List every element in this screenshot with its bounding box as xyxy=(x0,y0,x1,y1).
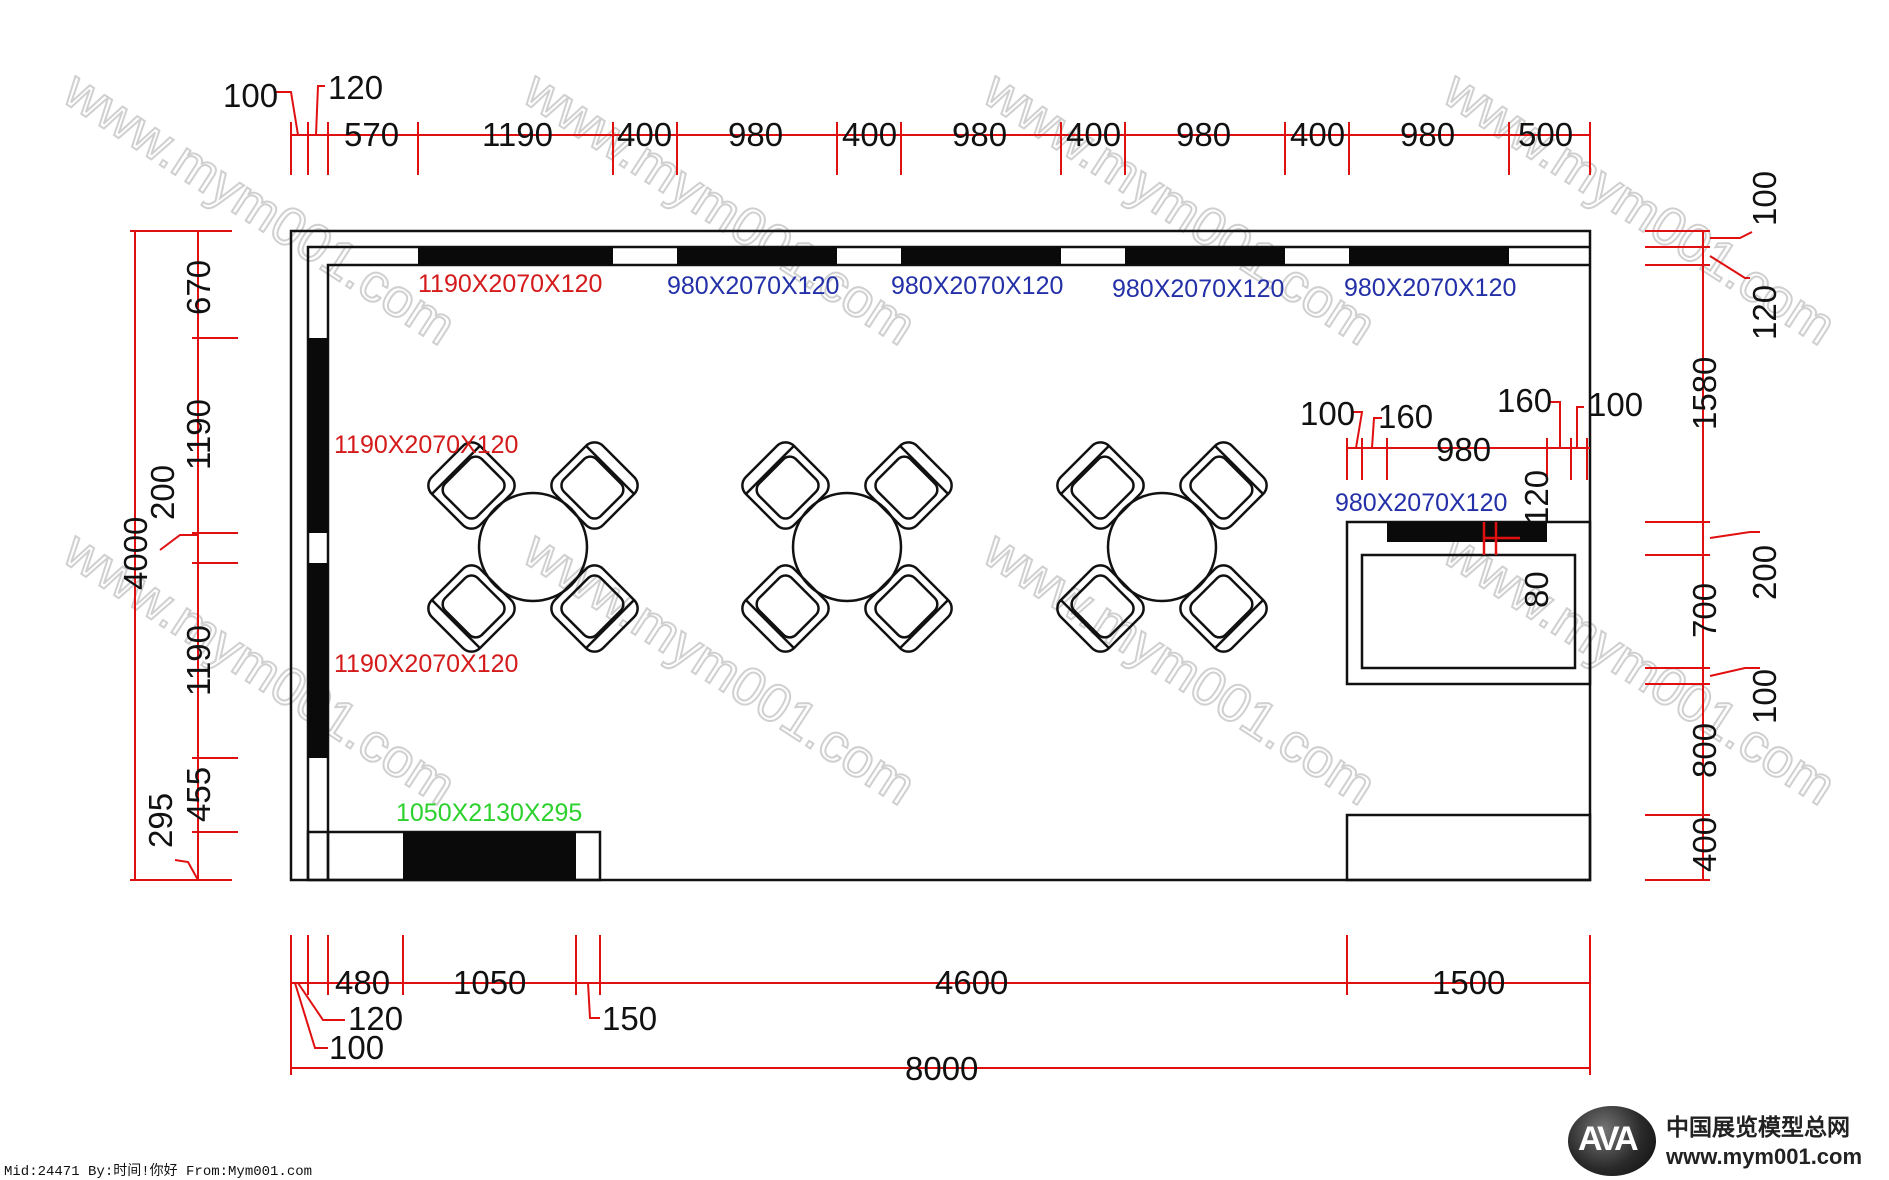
wall-panel-top-4 xyxy=(1125,247,1285,265)
dim-top-400: 400 xyxy=(1066,116,1121,153)
dim-top-980: 980 xyxy=(1176,116,1231,153)
wall-panel-bottom xyxy=(403,832,576,880)
wall-panel-top-3 xyxy=(901,247,1061,265)
armchair xyxy=(427,441,516,530)
booth-walls xyxy=(289,229,1592,882)
dim-top-400: 400 xyxy=(1290,116,1345,153)
armchair xyxy=(1179,441,1268,530)
graphic-panels xyxy=(308,247,1547,880)
wall-panel-top-2 xyxy=(677,247,837,265)
armchair xyxy=(864,441,953,530)
meeting-room-table xyxy=(1360,553,1577,670)
dim-top-570: 570 xyxy=(344,116,399,153)
dim-top-400: 400 xyxy=(842,116,897,153)
dim-right-400: 400 xyxy=(1686,817,1723,872)
dim-top-400: 400 xyxy=(617,116,672,153)
dim-top-500: 500 xyxy=(1518,116,1573,153)
panel-label-left-red-2: 1190X2070X120 xyxy=(334,650,518,678)
dim-left-295: 295 xyxy=(142,793,179,848)
round-table xyxy=(791,491,903,603)
dim-right-120: 120 xyxy=(1746,285,1783,340)
armchair xyxy=(550,564,639,653)
armchair xyxy=(1179,564,1268,653)
panel-label-bottom-green: 1050X2130X295 xyxy=(396,799,582,827)
armchair xyxy=(741,441,830,530)
armchair xyxy=(741,564,830,653)
dim-left-1190: 1190 xyxy=(180,399,217,470)
panel-label-top-blue-3: 980X2070X120 xyxy=(1112,275,1284,303)
dim-left-455: 455 xyxy=(180,767,217,822)
round-table xyxy=(477,491,589,603)
armchair xyxy=(427,564,516,653)
dim-room-120: 120 xyxy=(1518,470,1555,525)
watermark: www.mym001.com xyxy=(513,59,927,357)
watermark: www.mym001.com xyxy=(1433,59,1847,357)
dim-bottom-480: 480 xyxy=(335,964,390,1001)
brand-block: AVA 中国展览模型总网 www.mym001.com xyxy=(1568,1106,1888,1176)
dim-bottom-100: 100 xyxy=(329,1029,384,1066)
furniture-group xyxy=(427,441,1268,653)
watermark: www.mym001.com xyxy=(513,519,927,817)
footer-source-text: Mid:24471 By:时间!你好 From:Mym001.com xyxy=(4,1164,313,1180)
dim-right-200: 200 xyxy=(1746,545,1783,600)
round-table xyxy=(1106,491,1218,603)
dim-bottom-1050: 1050 xyxy=(453,964,526,1001)
dim-top-980: 980 xyxy=(952,116,1007,153)
armchair xyxy=(1056,564,1145,653)
dim-right-700: 700 xyxy=(1686,583,1723,638)
armchair xyxy=(550,441,639,530)
watermark: www.mym001.com xyxy=(973,59,1387,357)
brand-logo-text: AVA xyxy=(1578,1120,1639,1158)
dimension-labels: 100 120 570 1190 400 980 400 980 400 980… xyxy=(117,69,1783,1087)
dim-room-80: 80 xyxy=(1518,571,1555,608)
dim-top-120: 120 xyxy=(328,69,383,106)
panel-label-top-red: 1190X2070X120 xyxy=(418,270,602,298)
dim-left-200: 200 xyxy=(144,465,181,520)
dim-bottom-120: 120 xyxy=(348,1000,403,1037)
panel-label-room: 980X2070X120 xyxy=(1335,489,1507,517)
dim-room-980: 980 xyxy=(1436,431,1491,468)
panel-labels: 1190X2070X120 980X2070X120 980X2070X120 … xyxy=(334,270,1516,827)
wall-panel-left-1 xyxy=(308,338,328,533)
dim-left-670: 670 xyxy=(180,260,217,315)
dim-right-800: 800 xyxy=(1686,723,1723,778)
panel-label-top-blue-2: 980X2070X120 xyxy=(891,272,1063,300)
dim-right-100: 100 xyxy=(1746,669,1783,724)
panel-label-left-red-1: 1190X2070X120 xyxy=(334,431,518,459)
armchair xyxy=(1056,441,1145,530)
panel-label-top-blue-4: 980X2070X120 xyxy=(1344,274,1516,302)
dim-bottom-8000: 8000 xyxy=(905,1050,978,1087)
brand-url: www.mym001.com xyxy=(1666,1144,1863,1169)
dim-top-980: 980 xyxy=(1400,116,1455,153)
reception-area xyxy=(1345,813,1592,882)
wall-panel-left-2 xyxy=(308,563,328,758)
room-panel-markers xyxy=(1482,522,1520,555)
dim-left-1190: 1190 xyxy=(180,625,217,696)
armchair xyxy=(864,564,953,653)
wall-panel-top-5 xyxy=(1349,247,1509,265)
watermark: www.mym001.com xyxy=(973,519,1387,817)
dim-right-1580: 1580 xyxy=(1686,357,1723,430)
dim-right-100: 100 xyxy=(1746,171,1783,226)
dim-top-100: 100 xyxy=(223,77,278,114)
dim-room-100: 100 xyxy=(1588,386,1643,423)
dim-bottom-1500: 1500 xyxy=(1432,964,1505,1001)
dim-top-980: 980 xyxy=(728,116,783,153)
dim-top-1190: 1190 xyxy=(482,116,553,153)
booth-inner-wall-line xyxy=(306,245,1590,880)
brand-name: 中国展览模型总网 xyxy=(1666,1115,1850,1141)
dim-left-4000: 4000 xyxy=(117,517,154,590)
dim-room-160: 160 xyxy=(1378,398,1433,435)
panel-label-top-blue-1: 980X2070X120 xyxy=(667,272,839,300)
dim-bottom-150: 150 xyxy=(602,1000,657,1037)
brand-logo: AVA xyxy=(1568,1106,1656,1176)
dim-room-160: 160 xyxy=(1497,382,1552,419)
wall-panel-top-1 xyxy=(418,247,613,265)
dim-room-100: 100 xyxy=(1300,395,1355,432)
dimension-lines xyxy=(130,85,1760,1075)
dim-bottom-4600: 4600 xyxy=(935,964,1008,1001)
